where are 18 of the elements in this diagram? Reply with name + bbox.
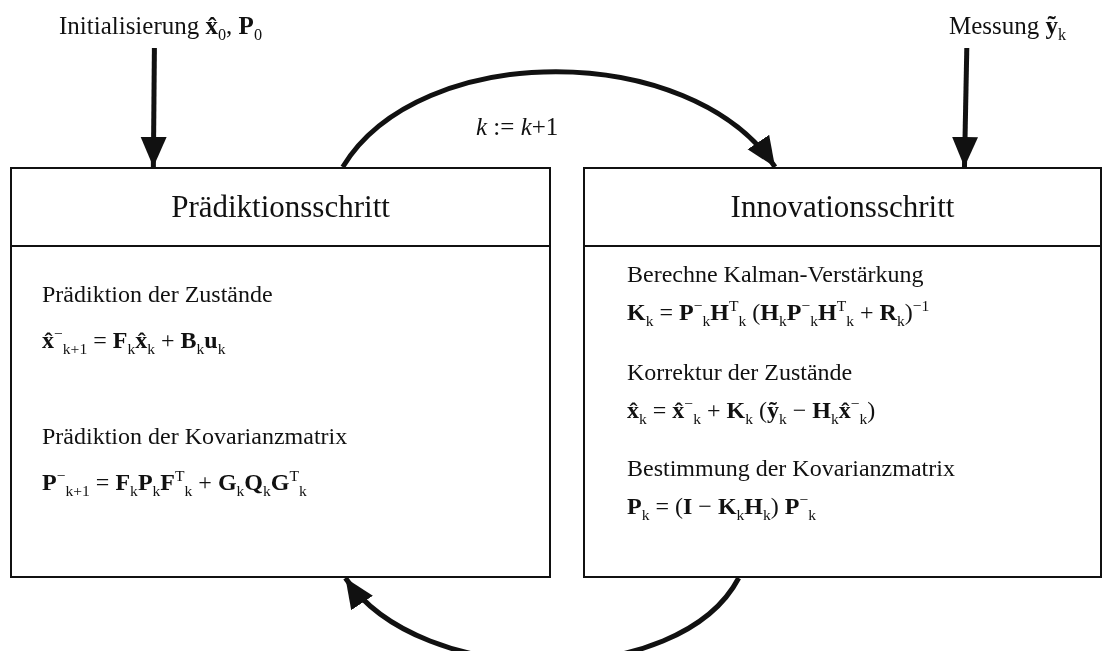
formula: K$_{k}$ = P$^{−}$$_{k}$H$^{T}$$_{k}$ (H$_{k}$P$^{−}$$_{k}$H$^{T}$$_{k}$ + R$_{k}$)$^{−1}$: [627, 297, 930, 330]
arrow: [140, 47, 167, 167]
box-header: Innovationsschritt: [585, 169, 1100, 247]
box-header: Prädiktionsschritt: [12, 169, 549, 247]
arrow: [952, 47, 979, 168]
input-label: Messung ỹ$_{k}$: [915, 6, 1100, 48]
process-box: [583, 167, 1102, 578]
process-box: [10, 167, 551, 578]
step-description: Bestimmung der Kovarianzmatrix: [627, 455, 955, 482]
formula: x̂$^{−}$$_{k+1}$ = F$_{k}$x̂$_{k}$ + B$_{k}$u$_{k}$: [42, 325, 226, 358]
step-description: Berechne Kalman-Verstärkung: [627, 261, 924, 288]
arrow: [340, 69, 777, 169]
step-description: Prädiktion der Zustände: [42, 281, 273, 308]
arrow: [343, 576, 741, 651]
step-description: Prädiktion der Kovarianzmatrix: [42, 423, 348, 450]
step-description: Korrektur der Zustände: [627, 359, 853, 386]
formula: x̂$_{k}$ = x̂$^{−}$$_{k}$ + K$_{k}$ (ỹ$_{k}$ − H$_{k}$x̂$^{−}$$_{k}$): [627, 395, 876, 428]
input-label: Initialisierung x̂$_{0}$, P$_{0}$: [8, 6, 313, 48]
